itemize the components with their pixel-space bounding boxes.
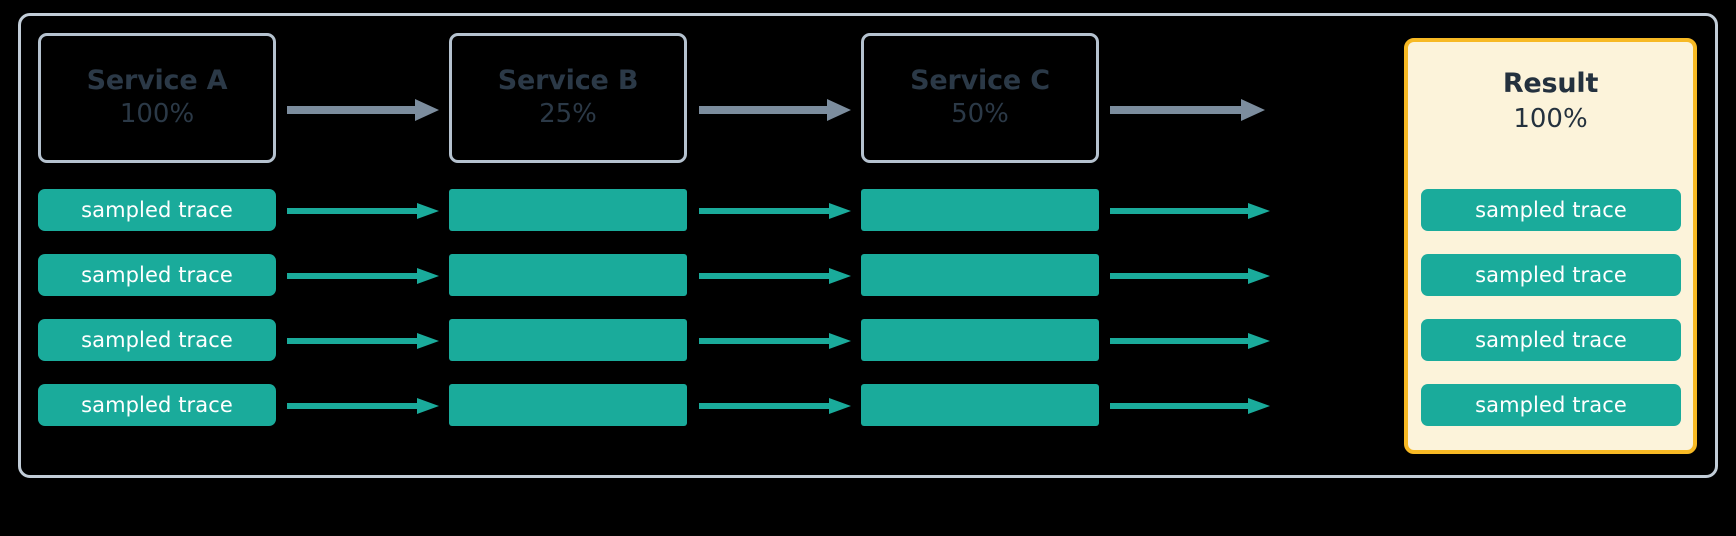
- trace-bar-row-2-service-a[interactable]: sampled trace: [38, 254, 276, 296]
- service-b-percent: 25%: [539, 98, 597, 129]
- trace-bar-row-1-service-b[interactable]: [449, 189, 687, 231]
- trace-bar-row-1-service-c[interactable]: [861, 189, 1099, 231]
- service-c-name: Service C: [910, 64, 1050, 96]
- trace-bar-row-1-service-a[interactable]: sampled trace: [38, 189, 276, 231]
- service-a-percent: 100%: [119, 98, 195, 129]
- trace-bar-row-4-result[interactable]: sampled trace: [1421, 384, 1681, 426]
- trace-label: sampled trace: [81, 198, 233, 222]
- trace-bar-row-4-service-a[interactable]: sampled trace: [38, 384, 276, 426]
- trace-bar-row-2-service-b[interactable]: [449, 254, 687, 296]
- service-c-percent: 50%: [951, 98, 1009, 129]
- service-box-service-c[interactable]: Service C 50%: [861, 33, 1099, 163]
- service-b-name: Service B: [497, 64, 639, 96]
- trace-label: sampled trace: [81, 393, 233, 417]
- trace-bar-row-1-result[interactable]: sampled trace: [1421, 189, 1681, 231]
- diagram-outer-frame: [18, 13, 1718, 478]
- result-percent: 100%: [1513, 104, 1588, 134]
- result-name: Result: [1502, 68, 1599, 99]
- trace-bar-row-3-service-c[interactable]: [861, 319, 1099, 361]
- trace-bar-row-2-service-c[interactable]: [861, 254, 1099, 296]
- trace-bar-row-4-service-b[interactable]: [449, 384, 687, 426]
- trace-bar-row-3-service-b[interactable]: [449, 319, 687, 361]
- trace-label: sampled trace: [1475, 393, 1627, 417]
- trace-label: sampled trace: [1475, 198, 1627, 222]
- trace-label: sampled trace: [81, 263, 233, 287]
- trace-label: sampled trace: [1475, 263, 1627, 287]
- service-box-service-a[interactable]: Service A 100%: [38, 33, 276, 163]
- trace-bar-row-3-result[interactable]: sampled trace: [1421, 319, 1681, 361]
- trace-bar-row-4-service-c[interactable]: [861, 384, 1099, 426]
- trace-label: sampled trace: [1475, 328, 1627, 352]
- trace-label: sampled trace: [81, 328, 233, 352]
- service-box-service-b[interactable]: Service B 25%: [449, 33, 687, 163]
- trace-bar-row-2-result[interactable]: sampled trace: [1421, 254, 1681, 296]
- service-a-name: Service A: [86, 64, 228, 96]
- trace-bar-row-3-service-a[interactable]: sampled trace: [38, 319, 276, 361]
